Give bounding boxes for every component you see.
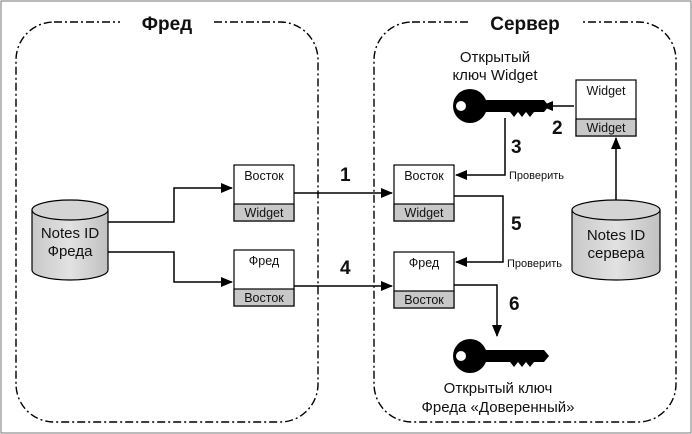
group-server-title: Сервер [490,14,560,35]
widget-public-key: Открытый ключ Widget [452,49,549,123]
cert-server-vostok-widget: Восток Widget [393,164,455,222]
fred-key-icon [453,339,549,373]
group-server: Сервер [373,12,677,423]
fred-key-line2: Фреда «Доверенный» [422,399,575,416]
cert-server-widget-widget: Widget Widget [575,79,637,137]
step-4: 4 [340,258,351,279]
connectors [108,101,621,337]
step-2: 2 [552,118,563,139]
fred-trusted-key: Открытый ключ Фреда «Доверенный» [422,339,575,416]
cert-server-fred-vostok-bottom: Восток [404,293,444,307]
group-fred: Фред [15,12,319,423]
arrow-db-to-cert1 [108,183,233,223]
verify-label-5: Проверить [507,258,562,270]
cert-fred-vostok-widget-bottom: Widget [245,206,284,220]
arrow-db-to-cert2 [108,251,233,287]
database-server-id: Notes ID сервера [571,199,661,281]
cert-server-fred-vostok-top: Фред [409,256,440,270]
cert-fred-vostok-widget-top: Восток [244,169,284,183]
cert-server-vostok-widget-bottom: Widget [405,206,444,220]
database-server-id-line1: Notes ID [587,227,646,244]
database-fred-id-line1: Notes ID [41,225,100,242]
step-5: 5 [511,214,522,235]
group-fred-title: Фред [142,14,192,35]
arrow-step5-verify [454,195,504,267]
database-fred-id-line2: Фреда [48,243,94,260]
widget-key-icon [453,89,549,123]
cert-server-widget-widget-top: Widget [587,84,626,98]
cert-fred-fred-vostok-top: Фред [249,254,280,268]
widget-key-line1: Открытый [460,49,530,66]
step-1: 1 [340,165,351,186]
verify-label-3: Проверить [509,170,564,182]
database-fred-id: Notes ID Фреда [31,199,109,281]
cert-server-widget-widget-bottom: Widget [587,121,626,135]
database-server-id-line2: сервера [587,245,645,262]
cert-fred-fred-vostok: Фред Восток [233,249,295,307]
widget-key-line2: ключ Widget [452,67,538,84]
cert-fred-vostok-widget: Восток Widget [233,164,295,222]
cert-server-fred-vostok: Фред Восток [393,251,455,309]
cert-fred-fred-vostok-bottom: Восток [244,291,284,305]
step-3: 3 [511,137,522,158]
arrow-step3-verify [455,118,506,180]
fred-key-line1: Открытый ключ [444,380,553,397]
step-6: 6 [509,294,520,315]
cert-server-vostok-widget-top: Восток [404,169,444,183]
arrow-step6 [454,284,502,337]
